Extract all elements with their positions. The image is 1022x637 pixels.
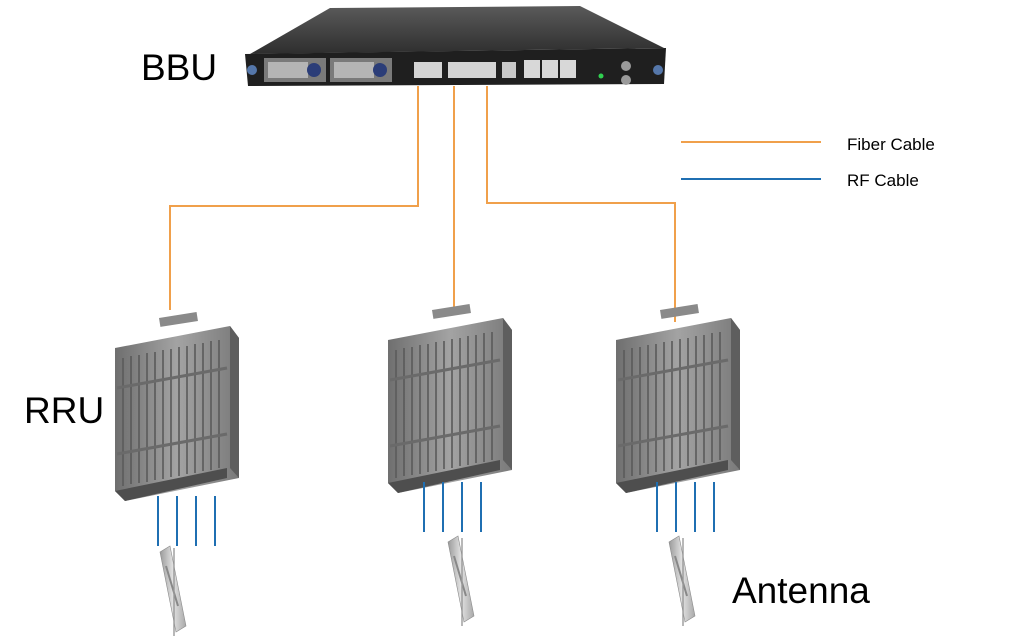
rf-cables-rru-2 — [423, 482, 482, 532]
rru-label: RRU — [24, 390, 105, 431]
antenna-1 — [159, 545, 187, 637]
legend-rf-label: RF Cable — [847, 171, 919, 190]
bbu-server-unit-icon — [245, 6, 666, 86]
rf-cables — [157, 482, 715, 546]
legend-fiber-label: Fiber Cable — [847, 135, 935, 154]
rru-unit-1 — [113, 310, 241, 503]
fiber-cable-to-rru-1 — [169, 86, 419, 310]
antenna-2 — [447, 535, 475, 627]
rru-unit-2 — [386, 302, 514, 495]
fiber-cable-to-rru-3 — [486, 86, 676, 322]
rf-cables-rru-1 — [157, 496, 216, 546]
antenna-3 — [668, 535, 696, 627]
rru-unit-3 — [614, 302, 742, 495]
fiber-cables — [169, 86, 676, 322]
rf-cables-rru-3 — [656, 482, 715, 532]
bbu-label: BBU — [141, 47, 218, 88]
antenna-label: Antenna — [732, 570, 870, 611]
